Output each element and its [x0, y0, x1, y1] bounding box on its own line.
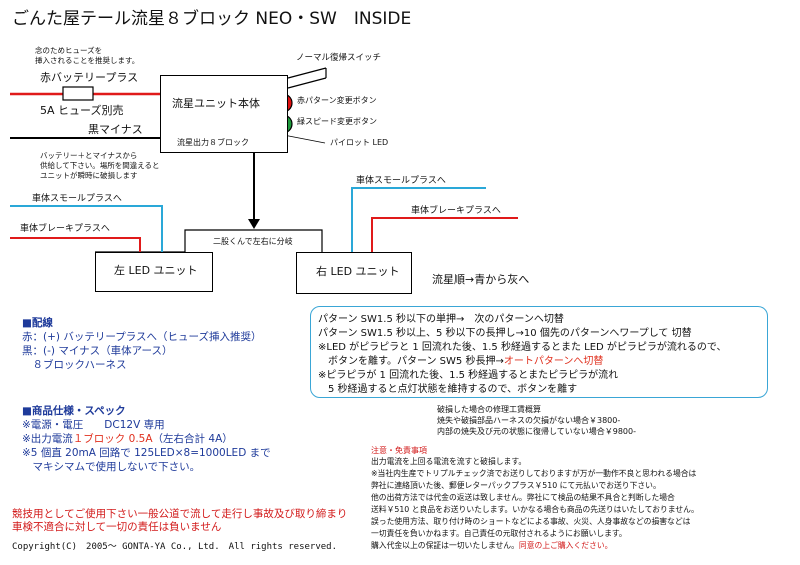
split-right: [254, 229, 323, 252]
fuse-label: 5A ヒューズ別売: [40, 104, 124, 117]
spec-current-total: （左右合計 4A）: [152, 433, 233, 445]
copyright: Copyright(C) 2005～ GONTA-YA Co., Ltd. Al…: [12, 542, 338, 552]
right-small-wire: [351, 187, 486, 252]
car-brake-right-label: 車体ブレーキプラスへ: [411, 206, 501, 216]
left-brake-wire: [10, 237, 141, 252]
switch-lever-bottom: [287, 77, 327, 89]
repair-line-1: 破損した場合の修理工賃概算: [437, 405, 541, 414]
repair-line-2: 焼失や破損部品ハーネスの欠損がない場合￥3800-: [437, 416, 621, 425]
pattern-line-4-text: ボタンを離す。パターン SW5 秒長押→: [318, 356, 504, 367]
right-led-unit-label: 右 LED ユニット: [316, 265, 400, 278]
car-small-left-label: 車体スモールプラスへ: [32, 194, 122, 204]
wiring-heading: ■配線: [22, 317, 53, 329]
disclaimer-line-7: 一切責任を負いかねます。自己責任の元取付されるようにお願いします。: [371, 529, 627, 538]
spec-current-label: ※出力電流: [22, 433, 73, 445]
pattern-line-6: 5 秒経過すると点灯状態を維持するので、ボタンを離す: [318, 384, 578, 395]
pattern-line-2: パターン SW1.5 秒以上、5 秒以下の長押し→10 個先のパターンへワープし…: [318, 328, 692, 339]
disclaimer-guarantee: 購入代金以上の保証は一切いたしません。: [371, 541, 519, 550]
ground-note-1: バッテリー＋とマイナスから: [40, 151, 138, 160]
red-button-label: 赤パターン変更ボタン: [297, 96, 377, 105]
car-brake-left-label: 車体ブレーキプラスへ: [20, 224, 110, 234]
disclaimer-line-2: ※当社内生産でトリプルチェック済でお送りしておりますが万が一動作不良と思われる場…: [371, 469, 697, 478]
flow-note: 流星順→青から灰へ: [432, 273, 530, 286]
auto-pattern-text: オートパターンへ切替: [503, 356, 604, 367]
wiring-line-2: 黒：(-) マイナス（車体アース）: [22, 345, 173, 357]
pattern-line-5: ※ピラピラが 1 回流れた後、1.5 秒経過するとまたピラピラが流れ: [318, 370, 619, 381]
repair-line-3: 内部の焼失及び元の状態に復帰していない場合￥9800-: [437, 427, 637, 436]
pattern-line-1: パターン SW1.5 秒以下の単押→ 次のパターンへ切替: [318, 314, 564, 325]
pattern-line-3: ※LED がピラピラと 1 回流れた後、1.5 秒経過するとまた LED がピラ…: [318, 342, 727, 353]
split-label: 二股くんで左右に分岐: [213, 237, 293, 246]
battery-plus-label: 赤バッテリープラス: [40, 71, 139, 84]
wiring-line-3: ８ブロックハーネス: [22, 359, 127, 371]
disclaimer-line-5: 送料￥510 と良品をお送りいたします。いかなる場合も商品の先送りはいたしており…: [371, 505, 699, 514]
spec-line-2: ※出力電流１ブロック 0.5A（左右合計 4A）: [22, 433, 233, 445]
fuse-note-1: 念のためヒューズを: [35, 46, 103, 55]
page-title: ごんた屋テール流星８ブロック NEO・SW INSIDE: [12, 9, 412, 29]
main-unit-label: 流星ユニット本体: [172, 97, 260, 110]
disclaimer-consent: 同意の上ご購入ください。: [518, 541, 613, 550]
output-label: 流星出力８ブロック: [177, 138, 249, 147]
disclaimer-line-1: 出力電流を上回る電流を流すと破損します。: [371, 457, 527, 466]
disclaimer-heading: 注意・免責事項: [371, 446, 427, 455]
disclaimer-line-3: 弊社に連絡頂いた後、郵便レターパックプラス￥510 にて元払いでお送り下さい。: [371, 481, 661, 490]
pattern-info-box: [310, 306, 768, 398]
warning-line-1: 競技用としてご使用下さい一般公道で流して走行し事故及び取り締まり: [12, 508, 348, 520]
spec-line-1: ※電源・電圧 DC12V 専用: [22, 419, 165, 431]
left-led-unit-label: 左 LED ユニット: [114, 264, 198, 277]
green-button-label: 緑スピード変更ボタン: [297, 117, 377, 126]
pilot-led-label: パイロット LED: [330, 138, 389, 147]
wiring-line-1: 赤：(+) バッテリープラスへ（ヒューズ挿入推奨）: [22, 331, 262, 343]
main-unit-box: [160, 75, 288, 153]
car-small-right-label: 車体スモールプラスへ: [356, 176, 446, 186]
spec-heading: ■商品仕様・スペック: [22, 405, 126, 417]
reset-switch-label: ノーマル復帰スイッチ: [296, 53, 382, 63]
output-arrow: [248, 219, 260, 229]
disclaimer-line-8: 購入代金以上の保証は一切いたしません。同意の上ご購入ください。: [371, 541, 613, 551]
ground-note-3: ユニットが瞬時に破損します: [40, 171, 138, 180]
disclaimer-line-6: 誤った使用方法、取り付け時のショートなどによる事故、火災、人身事故などの損害など…: [371, 517, 691, 526]
spec-current-value: １ブロック 0.5A: [72, 433, 153, 445]
ground-note-2: 供給して下さい。場所を間違えると: [40, 161, 160, 170]
left-small-wire: [10, 205, 163, 252]
spec-line-4: マキシマムで使用しないで下さい。: [22, 461, 201, 473]
disclaimer-line-4: 他の出荷方法では代金の返送は致しません。弊社にて検品の結果不具合と判断した場合: [371, 493, 675, 502]
warning-line-2: 車検不適合に対して一切の責任は負いません: [12, 521, 222, 533]
fuse-note-2: 挿入されることを推奨します。: [35, 56, 140, 65]
switch-lever-top: [287, 67, 327, 79]
left-led-unit-box: [95, 252, 213, 292]
right-brake-wire: [371, 217, 518, 252]
fuse-symbol: [62, 86, 94, 101]
right-led-unit-box: [296, 252, 412, 294]
pattern-line-4: ボタンを離す。パターン SW5 秒長押→オートパターンへ切替: [318, 356, 603, 368]
spec-line-3: ※5 個直 20mA 回路で 125LED×8=1000LED まで: [22, 447, 271, 459]
ground-label: 黒マイナス: [88, 123, 143, 136]
